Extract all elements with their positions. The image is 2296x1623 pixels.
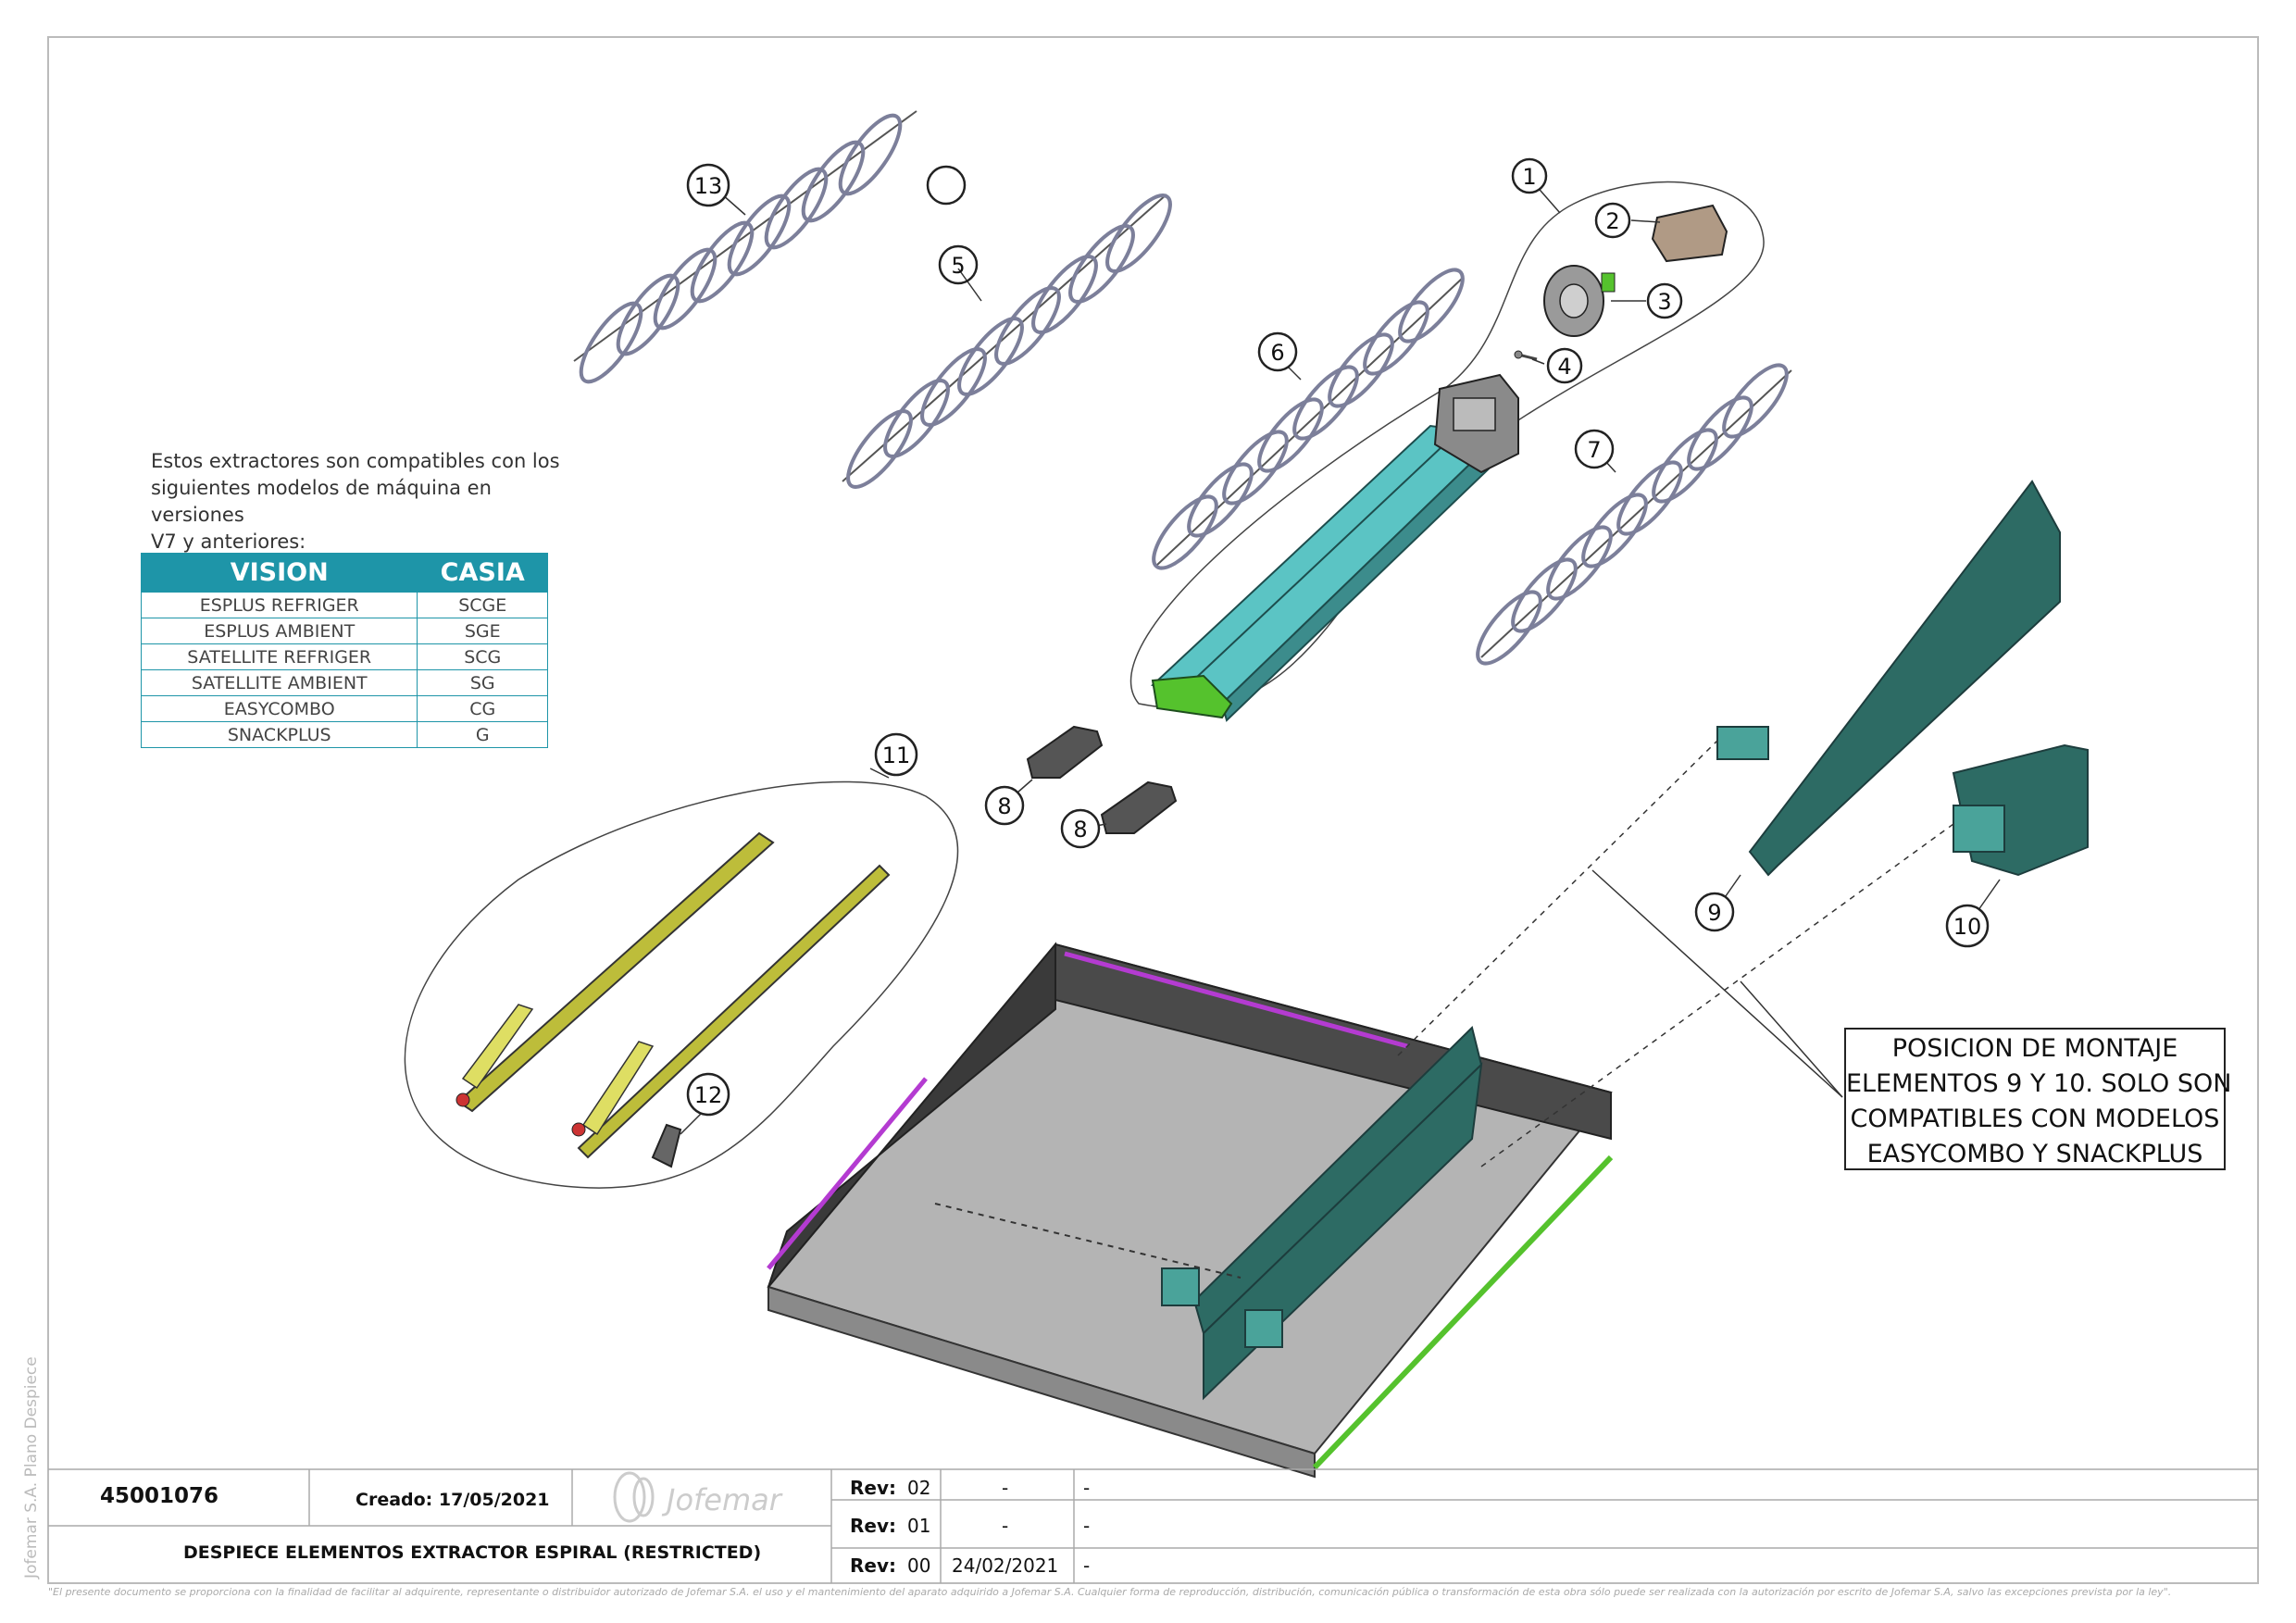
callout-line-1: POSICION DE MONTAJE [1891,1034,2178,1063]
balloon-5: 5 [951,253,965,279]
part-2-housing [1651,204,1728,263]
cell-casia: SCGE [417,592,548,618]
balloon-13: 13 [694,173,723,199]
cell-casia: SG [417,669,548,696]
rev-number-1: 02 [907,1477,931,1499]
balloon-2: 2 [1605,208,1619,234]
cell-casia: CG [417,695,548,722]
part-10-bracket [1952,743,2089,877]
callout-line-2: ELEMENTOS 9 Y 10. SOLO SON [1846,1069,2232,1098]
spring-part-7 [1476,363,1792,666]
jofemar-logo: Jofemar [667,1482,781,1517]
balloon-8b: 8 [1073,817,1087,843]
balloon-3: 3 [1657,289,1671,315]
rev-number-3: 00 [907,1554,931,1577]
rev-label-2: Rev: [850,1515,896,1537]
mounting-position-callout: POSICION DE MONTAJE ELEMENTOS 9 Y 10. SO… [1844,1028,2232,1170]
cell-vision: SATELLITE REFRIGER [140,643,418,670]
drawing-title: DESPIECE ELEMENTOS EXTRACTOR ESPIRAL (RE… [183,1542,762,1563]
cell-casia: SGE [417,618,548,644]
balloon-6: 6 [1270,340,1284,366]
rails-outline [404,780,959,1189]
cell-vision: ESPLUS REFRIGER [140,592,418,618]
part-12-latch [651,1123,682,1168]
legal-footer: "El presente documento se proporciona co… [48,1586,2172,1598]
balloon-10: 10 [1953,914,1982,940]
rev-date-2: - [1002,1515,1009,1537]
spring-part-5 [842,194,1172,489]
cell-casia: G [417,721,548,748]
spring-part-6 [1152,268,1465,570]
balloon-11: 11 [882,743,911,768]
balloon-7: 7 [1587,437,1601,463]
rev-label-3: Rev: [850,1554,896,1577]
part-9-side-panel [1716,480,2061,877]
header-casia: CASIA [417,553,548,593]
created-date: Creado: 17/05/2021 [356,1490,550,1510]
balloon-9: 9 [1707,900,1721,926]
cell-vision: ESPLUS AMBIENT [140,618,418,644]
callout-line-3: COMPATIBLES CON MODELOS [1850,1105,2220,1133]
balloon-4: 4 [1557,354,1571,380]
logo-mark [613,1471,655,1523]
note-line-1: Estos extractores son compatibles con lo… [151,450,560,472]
rev-date-3: 24/02/2021 [952,1554,1059,1577]
mounting-guide-lines [1397,740,1954,1167]
balloon-circles [686,157,1990,1117]
rev-note-3: - [1083,1554,1091,1577]
part-number: 45001076 [100,1484,219,1508]
rev-note-1: - [1083,1477,1091,1499]
balloon-5-circle [938,244,979,285]
part-8-clips [1026,725,1178,834]
cell-casia: SCG [417,643,548,670]
rev-number-2: 01 [907,1515,931,1537]
callout-leaders [1591,869,1843,1098]
note-line-2: siguientes modelos de máquina en version… [151,477,492,526]
balloon-12: 12 [694,1082,723,1108]
balloon-1: 1 [1522,164,1536,190]
spring-part-13 [573,110,917,384]
drawing-frame [47,36,2259,1584]
tray-assembly [767,942,1614,1479]
rev-label-1: Rev: [850,1477,896,1499]
cell-vision: EASYCOMBO [140,695,418,722]
part-4-screw [1514,350,1538,361]
extractor-channel [1150,373,1519,722]
side-document-label: Jofemar S.A. Plano Despiece [22,1356,41,1579]
cell-vision: SNACKPLUS [140,721,418,748]
rev-note-2: - [1083,1515,1091,1537]
title-block [48,1468,2258,1583]
table-header-row: VISION CASIA [140,553,548,593]
part-3-motor [1543,265,1616,337]
note-line-3: V7 y anteriores: [151,531,306,553]
callout-line-4: EASYCOMBO Y SNACKPLUS [1866,1140,2203,1168]
rev-date-1: - [1002,1477,1009,1499]
balloon-8a: 8 [997,793,1011,819]
balloon-leaders [680,175,2001,1135]
header-vision: VISION [140,553,418,593]
compatibility-note: Estos extractores son compatibles con lo… [151,448,568,556]
balloon-labels: 1 2 3 4 5 6 7 8 8 9 10 11 12 13 [694,164,1982,1108]
part-11-rails [455,831,891,1159]
cell-vision: SATELLITE AMBIENT [140,669,418,696]
